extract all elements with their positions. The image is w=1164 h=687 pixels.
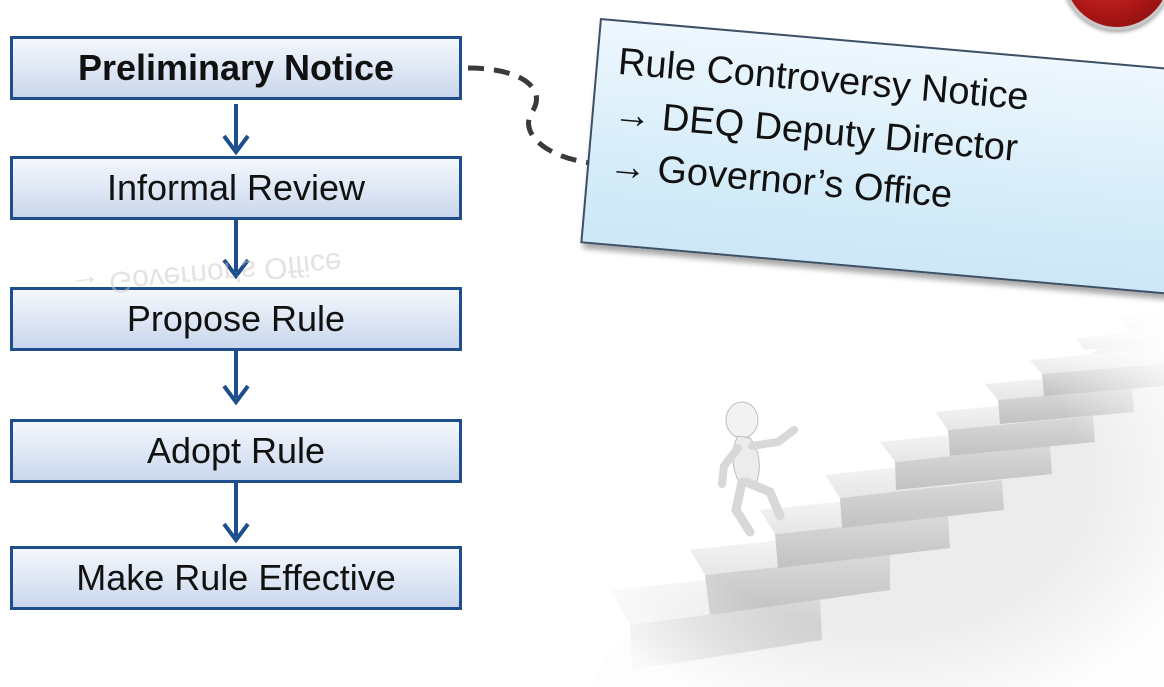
step-label: Informal Review [106, 167, 366, 208]
step-label: Propose Rule [126, 298, 346, 339]
flow-arrow-1 [222, 104, 250, 156]
step-adopt-rule: Adopt Rule [10, 419, 462, 483]
rule-controversy-notice-card: Rule Controversy Notice → DEQ Deputy Dir… [579, 18, 1164, 309]
dashed-connector [467, 65, 601, 167]
step-label: Preliminary Notice [77, 47, 395, 88]
step-informal-review: Informal Review [10, 156, 462, 220]
step-make-rule-effective: Make Rule Effective [10, 546, 462, 610]
flow-arrow-4 [222, 482, 250, 544]
step-propose-rule: Propose Rule [10, 287, 462, 351]
notice-box: Rule Controversy Notice → DEQ Deputy Dir… [580, 18, 1164, 296]
step-label: Adopt Rule [146, 430, 326, 471]
step-preliminary-notice: Preliminary Notice [10, 36, 462, 100]
figure-climbing-stairs-illustration [590, 270, 1164, 687]
red-circle-icon [1062, 0, 1164, 30]
step-label: Make Rule Effective [76, 557, 396, 598]
flow-arrow-3 [222, 350, 250, 406]
